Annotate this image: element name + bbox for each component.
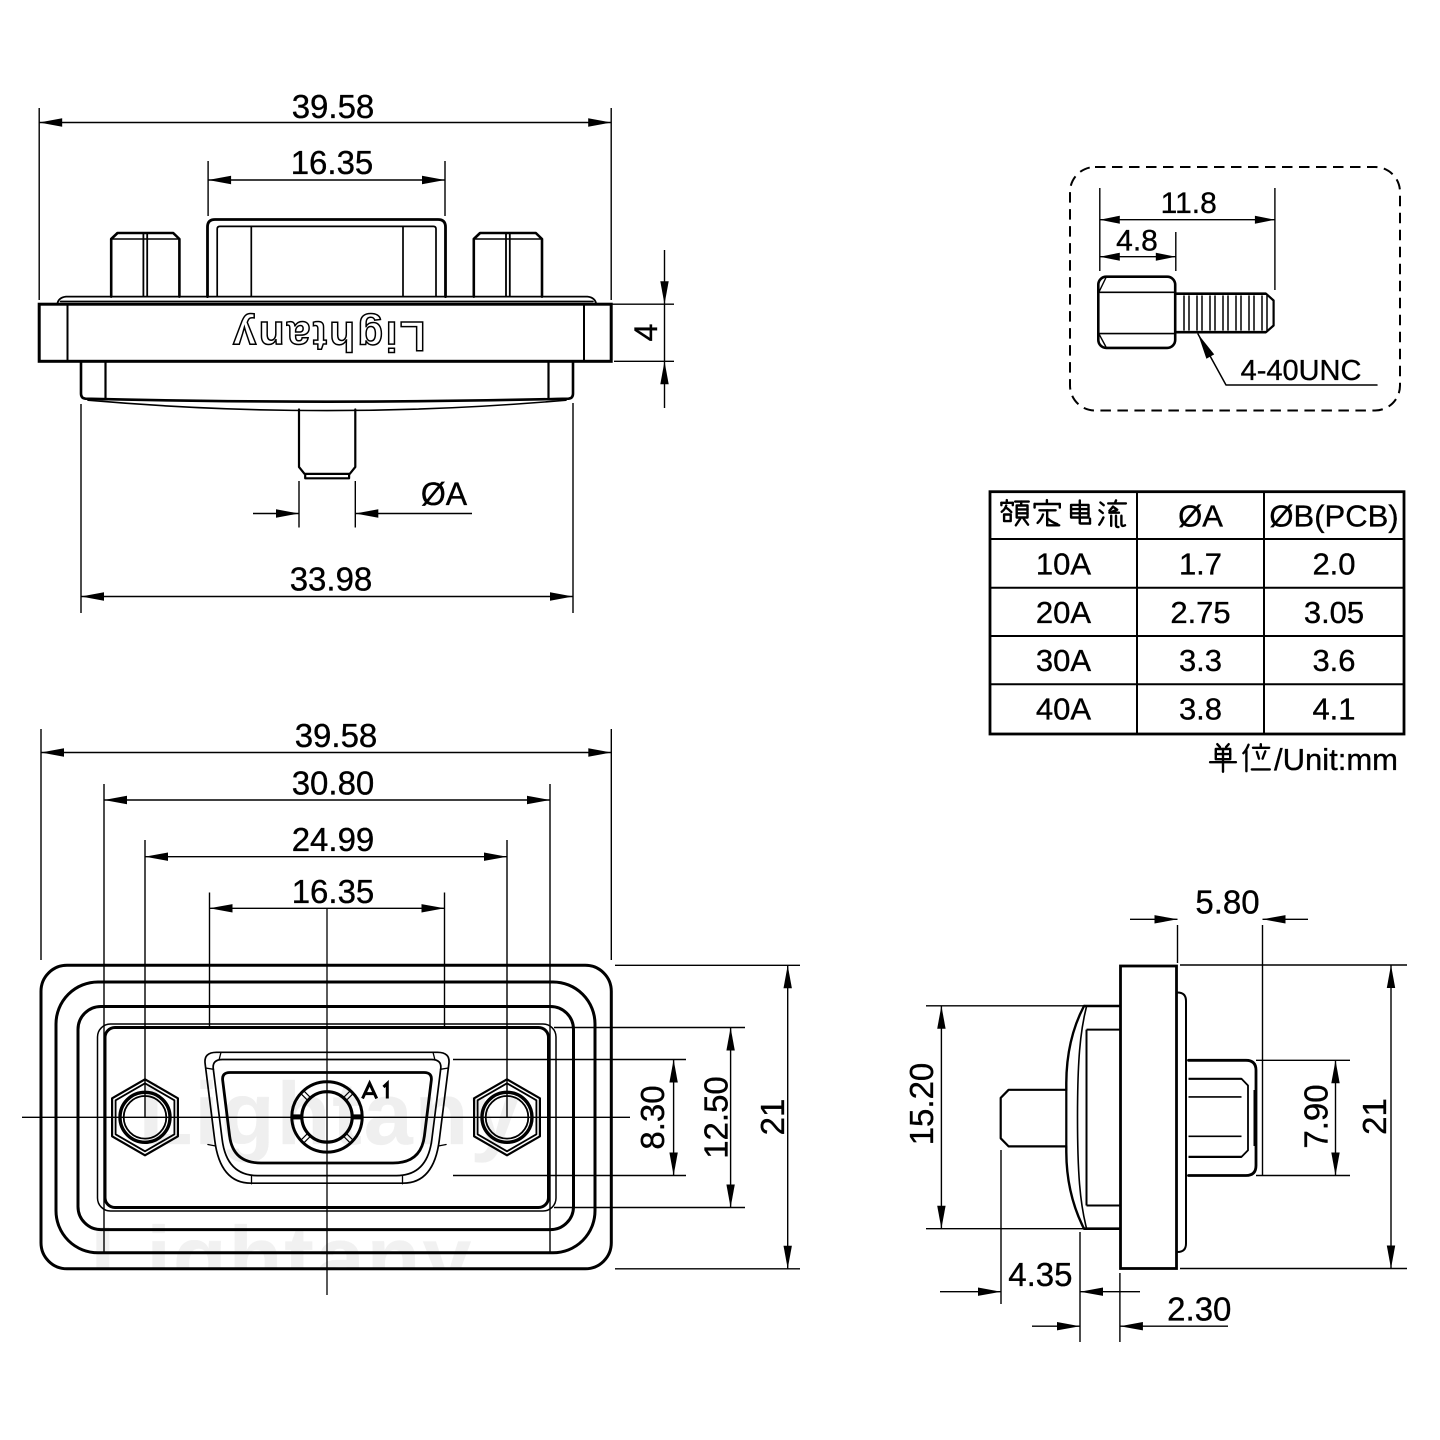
- svg-text:2.0: 2.0: [1312, 547, 1355, 582]
- svg-text:12.50: 12.50: [698, 1076, 735, 1159]
- svg-text:4-40UNC: 4-40UNC: [1241, 355, 1362, 387]
- svg-text:ØA: ØA: [1178, 499, 1223, 534]
- svg-text:1.7: 1.7: [1179, 547, 1222, 582]
- svg-text:ØB(PCB): ØB(PCB): [1269, 499, 1398, 534]
- svg-text:Lightany: Lightany: [231, 313, 426, 360]
- svg-text:4.35: 4.35: [1008, 1256, 1072, 1293]
- svg-text:15.20: 15.20: [903, 1063, 940, 1146]
- svg-text:4.8: 4.8: [1116, 225, 1158, 258]
- svg-text:2.30: 2.30: [1167, 1291, 1231, 1328]
- svg-text:39.58: 39.58: [295, 717, 378, 754]
- svg-text:40A: 40A: [1036, 692, 1091, 727]
- svg-text:21: 21: [754, 1099, 791, 1136]
- svg-text:16.35: 16.35: [291, 144, 374, 181]
- svg-text:ØA: ØA: [421, 476, 468, 512]
- svg-text:30A: 30A: [1036, 643, 1091, 678]
- svg-text:7.90: 7.90: [1298, 1084, 1335, 1148]
- svg-text:3.3: 3.3: [1179, 643, 1222, 678]
- svg-text:11.8: 11.8: [1161, 187, 1217, 220]
- svg-text:3.6: 3.6: [1312, 643, 1355, 678]
- svg-text:3.8: 3.8: [1179, 692, 1222, 727]
- svg-text:30.80: 30.80: [292, 765, 375, 802]
- svg-text:33.98: 33.98: [290, 561, 373, 598]
- svg-text:24.99: 24.99: [292, 821, 375, 858]
- svg-text:39.58: 39.58: [292, 88, 375, 125]
- svg-text:/Unit:mm: /Unit:mm: [1274, 742, 1398, 777]
- svg-text:16.35: 16.35: [292, 873, 375, 910]
- svg-text:Lightany: Lightany: [91, 1208, 474, 1307]
- svg-text:Lightany: Lightany: [139, 1064, 522, 1163]
- svg-text:2.75: 2.75: [1170, 595, 1230, 630]
- svg-text:21: 21: [1356, 1098, 1393, 1135]
- svg-text:4.1: 4.1: [1312, 692, 1355, 727]
- svg-text:10A: 10A: [1036, 547, 1091, 582]
- svg-text:4: 4: [628, 324, 664, 342]
- svg-text:5.80: 5.80: [1195, 884, 1259, 921]
- svg-text:20A: 20A: [1036, 595, 1091, 630]
- svg-text:8.30: 8.30: [634, 1085, 671, 1149]
- svg-text:3.05: 3.05: [1304, 595, 1364, 630]
